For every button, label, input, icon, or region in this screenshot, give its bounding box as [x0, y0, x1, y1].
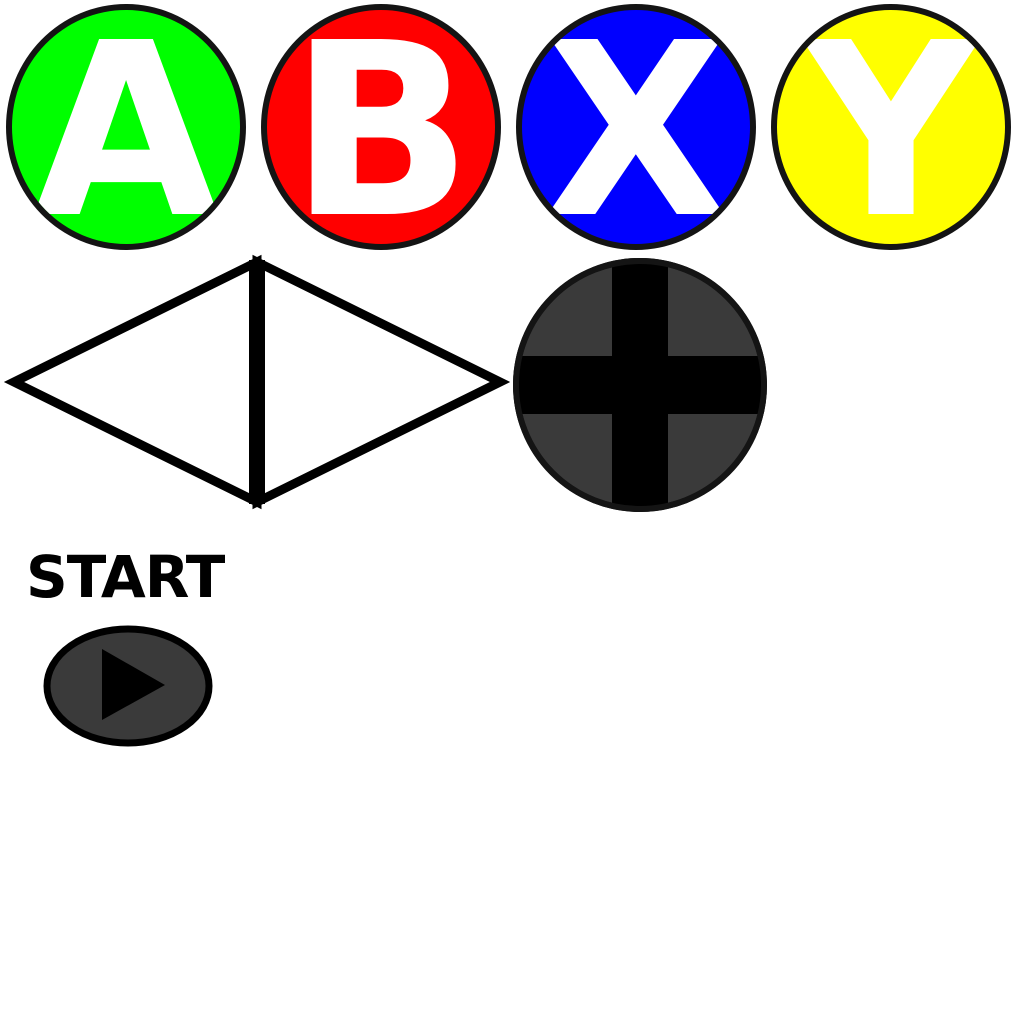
- arrow-buttons: [3, 254, 511, 510]
- a-button[interactable]: A: [6, 4, 246, 250]
- x-button[interactable]: X: [516, 4, 756, 250]
- play-icon: [102, 649, 165, 720]
- x-button-label: X: [543, 4, 729, 250]
- arrow-right-icon[interactable]: [252, 254, 511, 510]
- y-button[interactable]: Y: [771, 4, 1011, 250]
- dpad-button[interactable]: [510, 255, 770, 515]
- arrow-left-icon[interactable]: [3, 254, 262, 510]
- b-button[interactable]: B: [261, 4, 501, 250]
- a-button-label: A: [33, 4, 219, 250]
- b-button-label: B: [289, 4, 473, 250]
- dpad-cross-icon: [516, 261, 764, 509]
- y-button-label: Y: [804, 4, 978, 250]
- start-button[interactable]: [40, 622, 216, 750]
- start-label: START: [26, 543, 225, 611]
